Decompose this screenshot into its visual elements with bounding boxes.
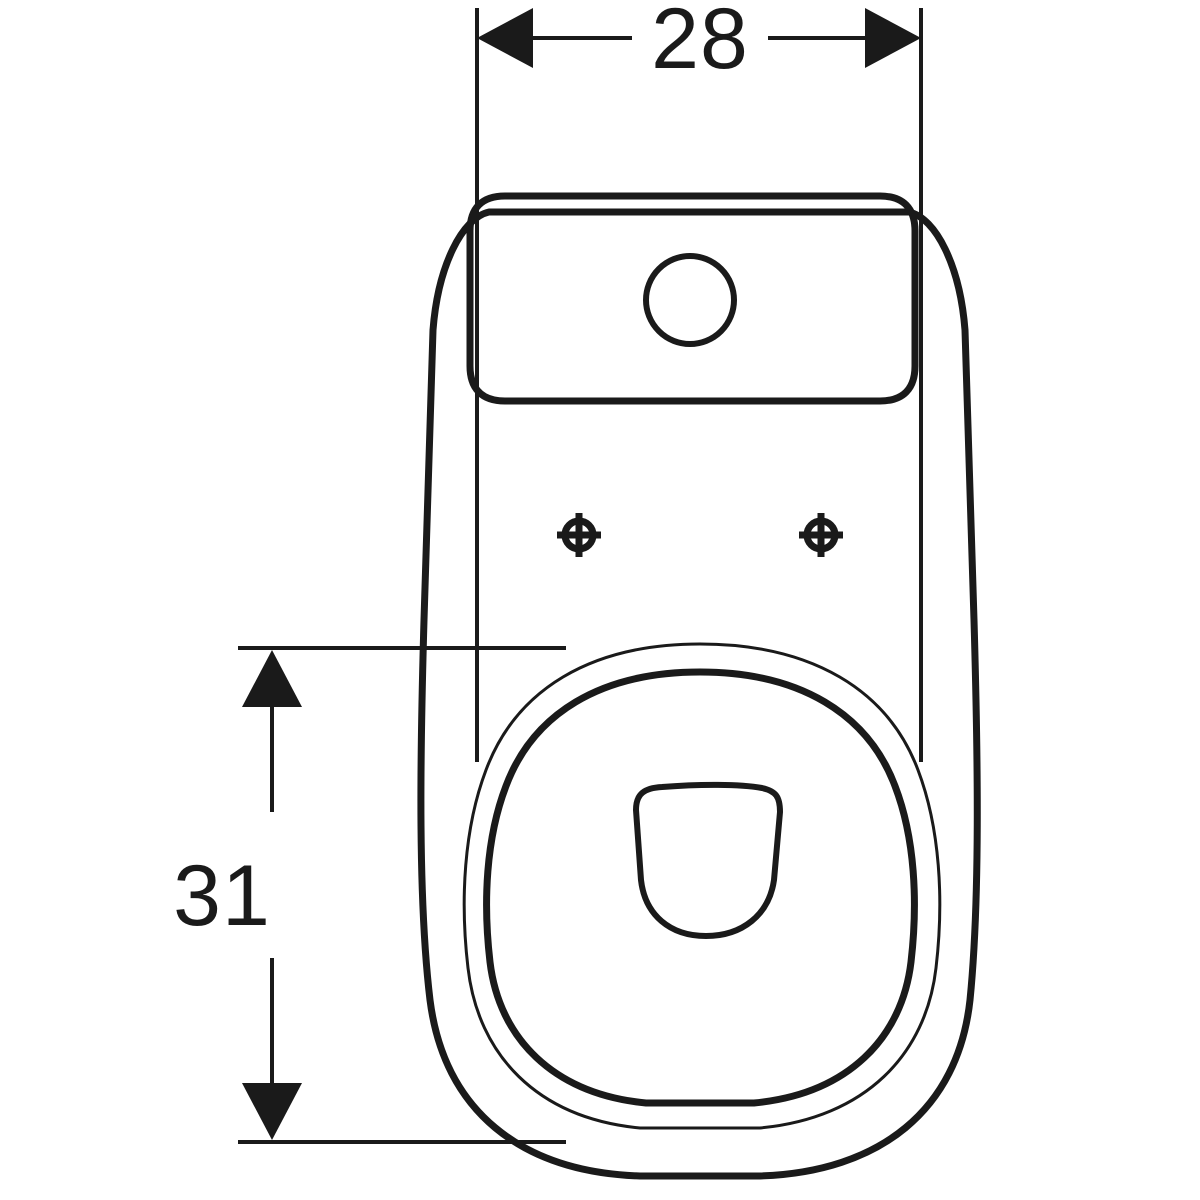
dimension-height-31: 31 (173, 646, 566, 1144)
bowl-seat-rim-outline (462, 642, 942, 1130)
wc-body-outline (417, 208, 981, 1180)
arrow-right-icon (865, 8, 921, 68)
flush-button-icon (643, 253, 737, 347)
arrow-up-icon (242, 650, 302, 707)
arrow-down-icon (242, 1083, 302, 1140)
dimension-label-height: 31 (173, 848, 271, 944)
cistern-lid-outline (466, 192, 919, 405)
arrow-left-icon (477, 8, 533, 68)
fixing-point-right (799, 513, 843, 557)
bowl-inner-outline (483, 668, 918, 1107)
sump-outlet-outline (633, 781, 783, 939)
fixing-point-left (557, 513, 601, 557)
dimension-width-28: 28 (475, 0, 923, 762)
dimension-label-width: 28 (651, 0, 749, 87)
